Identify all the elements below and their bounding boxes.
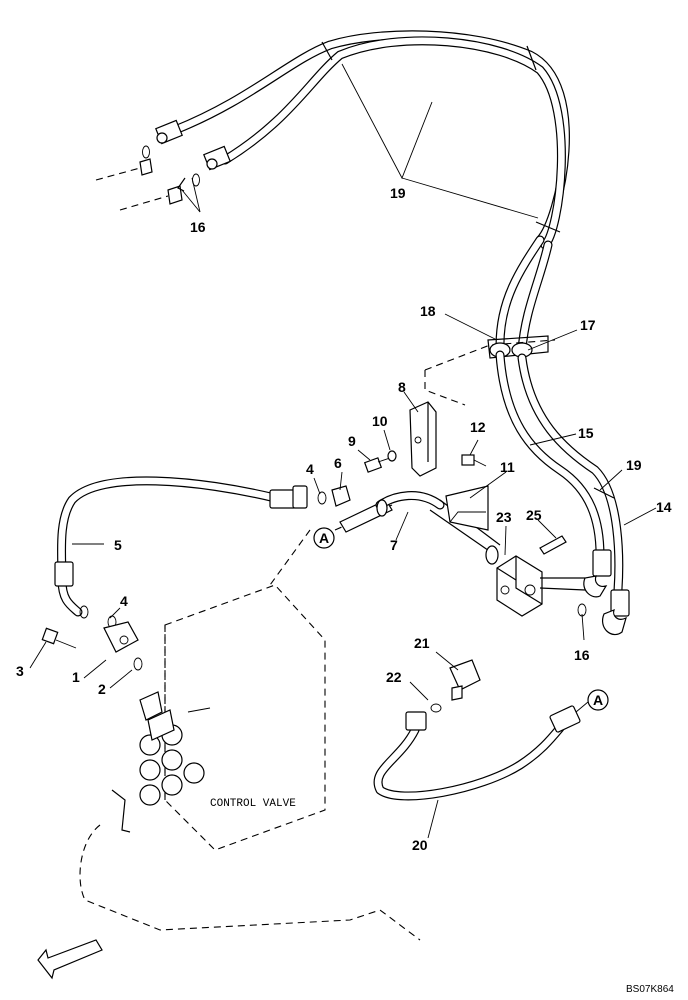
callout-2: 2 [98, 681, 106, 697]
hoses-14-15 [495, 350, 630, 636]
callout-4-upper: 4 [306, 461, 314, 477]
callout-11: 11 [500, 459, 515, 475]
fittings-1-4 [41, 605, 143, 671]
callout-1: 1 [72, 669, 80, 685]
callout-10: 10 [372, 413, 388, 429]
callout-6: 6 [334, 455, 342, 471]
callout-15: 15 [578, 425, 594, 441]
callout-21: 21 [414, 635, 430, 651]
callout-5: 5 [114, 537, 122, 553]
callout-25: 25 [526, 507, 542, 523]
upper-pipe-ends [95, 145, 200, 211]
callout-17: 17 [580, 317, 596, 333]
callout-23: 23 [496, 509, 512, 525]
hose-5 [54, 476, 308, 617]
callout-18: 18 [420, 303, 436, 319]
callout-4-left: 4 [120, 593, 128, 609]
control-valve [111, 529, 326, 851]
callout-14: 14 [656, 499, 672, 515]
block-23 [429, 499, 586, 617]
machine-outline [79, 824, 421, 941]
bracket-8 [409, 401, 437, 477]
callout-7: 7 [390, 537, 398, 553]
callout-22: 22 [386, 669, 402, 685]
callout-12: 12 [470, 419, 486, 435]
callout-8: 8 [398, 379, 406, 395]
connector-a-left: A [319, 530, 329, 546]
drawing-code: BS07K864 [626, 984, 674, 995]
plate-11 [445, 485, 489, 531]
control-valve-label: CONTROL VALVE [210, 798, 296, 810]
callout-9: 9 [348, 433, 356, 449]
connector-a-right: A [593, 692, 603, 708]
hose-clamp-17-18 [424, 335, 556, 406]
callout-20: 20 [412, 837, 428, 853]
callout-16-upper: 16 [190, 219, 206, 235]
callout-16-lower: 16 [574, 647, 590, 663]
callout-19-right: 19 [626, 457, 642, 473]
callout-3: 3 [16, 663, 24, 679]
hose-19-pair [155, 30, 570, 355]
sensor-21 [449, 659, 481, 701]
callout-19-upper: 19 [390, 185, 406, 201]
direction-arrow [37, 939, 103, 980]
hose-20 [373, 705, 581, 801]
